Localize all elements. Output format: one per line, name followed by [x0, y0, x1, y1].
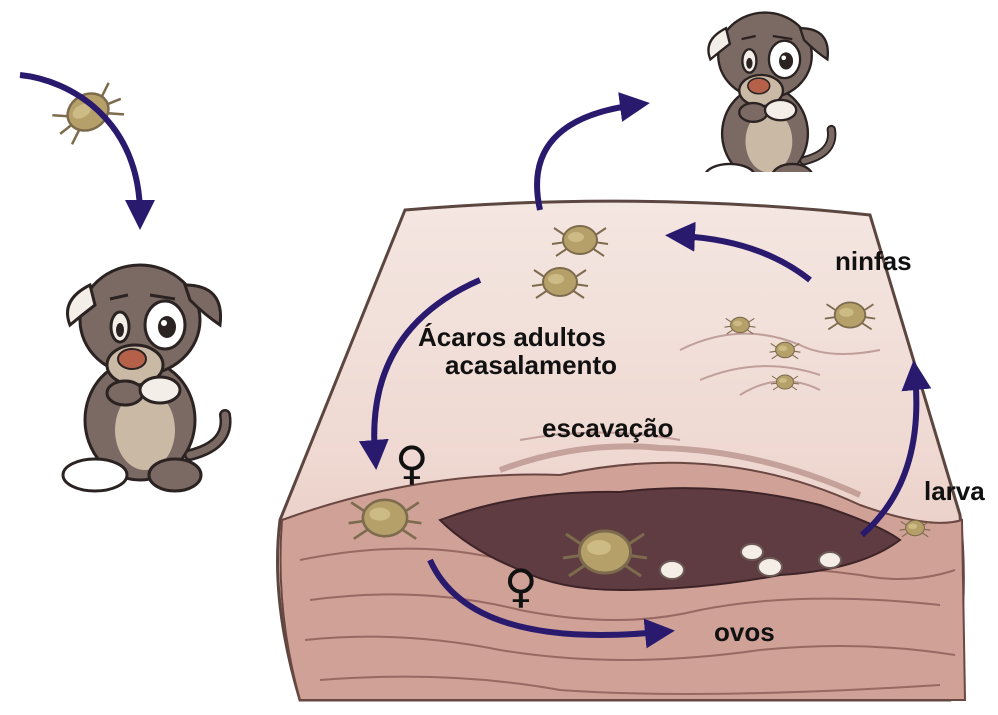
puppy-scratching-icon: [63, 265, 226, 491]
label-eggs: ovos: [714, 617, 775, 647]
label-mating: acasalamento: [445, 350, 617, 380]
arrow-to-host: [537, 105, 635, 210]
label-larva: larva: [924, 476, 985, 506]
puppy-top-right-icon: [705, 13, 832, 189]
egg-icon: [758, 558, 782, 576]
egg-icon: [660, 561, 684, 579]
label-burrow: escavação: [542, 413, 674, 443]
female-symbol-icon: ♀: [395, 440, 429, 486]
label-adult-mites: Ácaros adultos: [418, 322, 606, 352]
female-symbol-icon: ♀: [504, 563, 538, 609]
egg-icon: [819, 552, 841, 568]
egg-icon: [741, 544, 763, 560]
drop-arrow: [20, 75, 140, 215]
label-nymphs: ninfas: [835, 246, 912, 276]
